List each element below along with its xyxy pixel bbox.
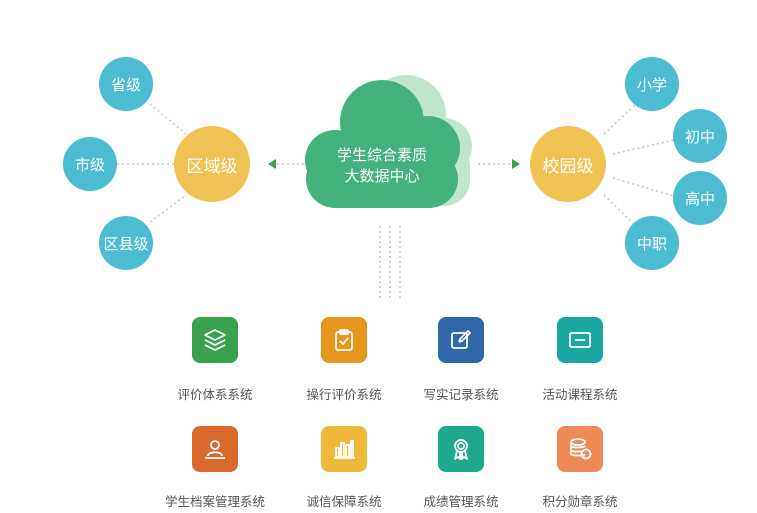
conduct-system-label: 操行评价系统 (306, 387, 382, 402)
integrity-system-tile[interactable] (321, 426, 367, 472)
student-profile-system-label: 学生档案管理系统 (164, 494, 265, 509)
clipboard-check-icon (335, 329, 353, 351)
screen-icon (569, 332, 591, 348)
evaluation-system-tile[interactable] (192, 317, 238, 363)
data-center-title: 学生综合素质 大数据中心 (322, 145, 442, 187)
district-node[interactable]: 区县级 (99, 216, 153, 270)
record-system-label: 写实记录系统 (423, 387, 499, 402)
activity-course-system-label: 活动课程系统 (542, 387, 618, 402)
cloud-shape (305, 75, 472, 208)
junior-high-node[interactable]: 初中 (673, 109, 727, 163)
student-profile-icon (205, 440, 225, 459)
record-system-tile[interactable] (438, 317, 484, 363)
link-province-region (149, 103, 187, 135)
campus-level-node[interactable]: 校园级 (530, 126, 606, 202)
coins-icon (570, 438, 592, 460)
evaluation-system-label: 评价体系系统 (177, 387, 253, 402)
link-campus-primary (603, 103, 637, 135)
award-icon (454, 439, 468, 460)
data-center-line-2: 大数据中心 (344, 167, 420, 185)
activity-course-system-tile[interactable] (557, 317, 603, 363)
integrity-system-label: 诚信保障系统 (306, 494, 382, 509)
points-medal-system-tile[interactable] (557, 426, 603, 472)
points-medal-system-label: 积分勋章系统 (542, 494, 618, 509)
primary-school-node[interactable]: 小学 (625, 57, 679, 111)
city-node[interactable]: 市级 (63, 137, 117, 191)
arrow-to-region (268, 159, 276, 169)
student-profile-system-tile[interactable] (192, 426, 238, 472)
edit-icon (451, 330, 471, 349)
region-level-node[interactable]: 区域级 (174, 126, 250, 202)
link-campus-junior (612, 139, 675, 155)
grade-system-label: 成绩管理系统 (423, 494, 499, 509)
province-node[interactable]: 省级 (99, 57, 153, 111)
bar-chart-icon (334, 440, 355, 459)
arrow-to-campus (512, 159, 520, 169)
link-district-region (149, 194, 187, 223)
grade-system-tile[interactable] (438, 426, 484, 472)
senior-high-node[interactable]: 高中 (673, 171, 727, 225)
link-campus-vocational (603, 194, 637, 227)
data-center-line-1: 学生综合素质 (336, 146, 427, 164)
conduct-system-tile[interactable] (321, 317, 367, 363)
layers-icon (204, 329, 226, 351)
link-campus-senior (612, 177, 675, 197)
vocational-node[interactable]: 中职 (625, 216, 679, 270)
